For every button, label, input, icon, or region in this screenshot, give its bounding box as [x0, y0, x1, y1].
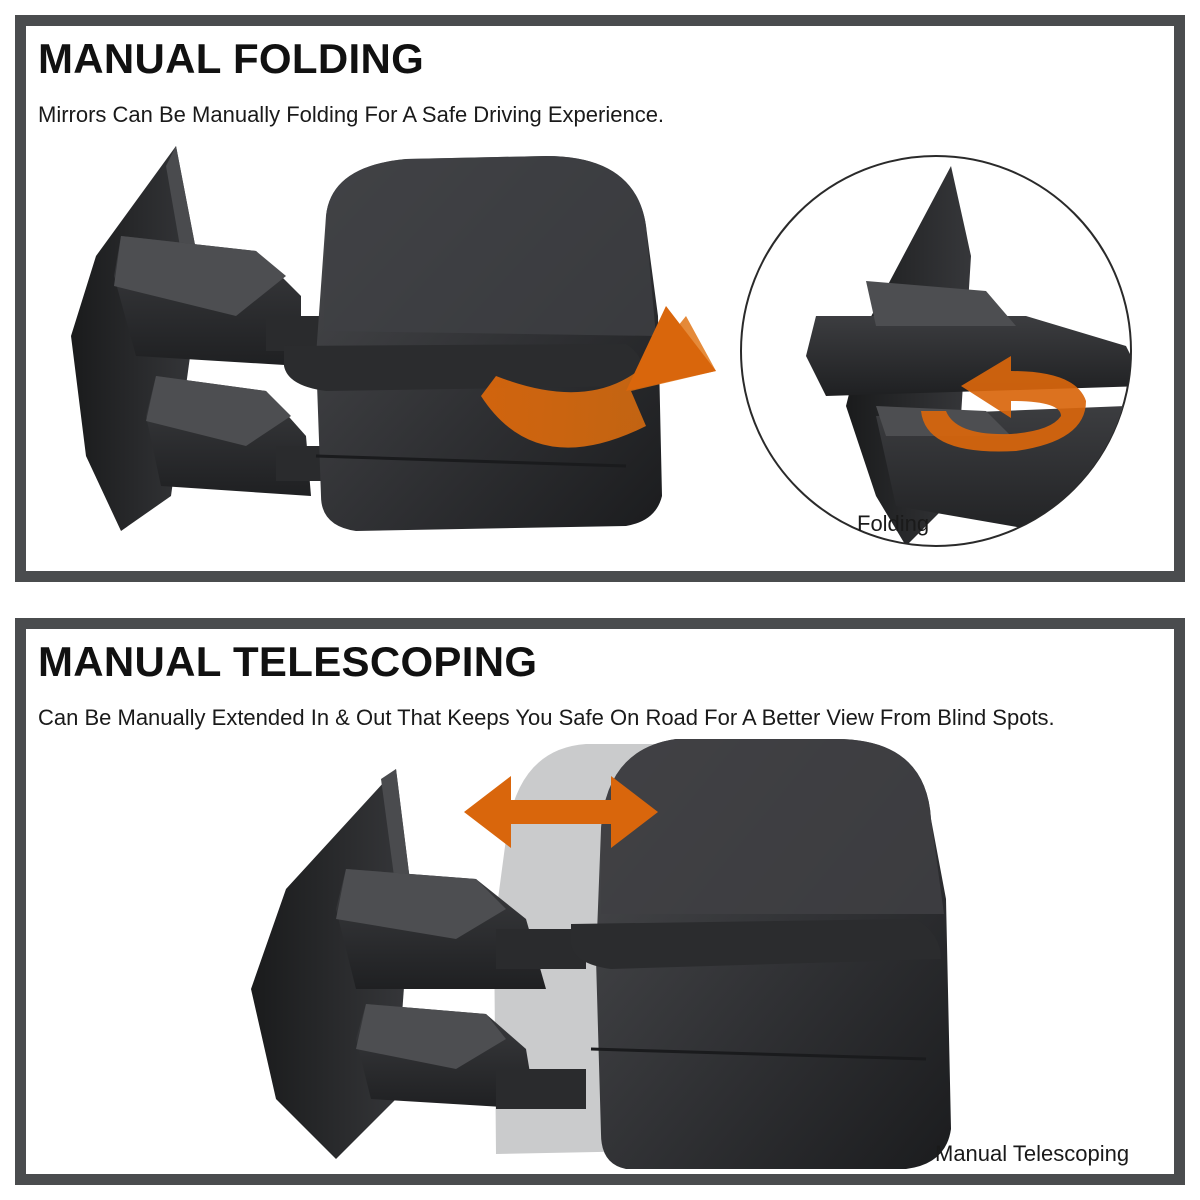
folding-description: Mirrors Can Be Manually Folding For A Sa…: [38, 102, 665, 127]
lower-arm: [146, 376, 346, 496]
telescoping-illustration: [251, 739, 951, 1169]
telescoping-caption: Manual Telescoping: [935, 1141, 1130, 1166]
telescoping-arrow: [464, 776, 658, 848]
manual-telescoping-panel: MANUAL TELESCOPING Can Be Manually Exten…: [15, 618, 1185, 1185]
upper-arm: [114, 236, 336, 366]
folding-title: MANUAL FOLDING: [38, 35, 425, 82]
mirror-head: [571, 739, 951, 1169]
folding-illustration: [71, 146, 1132, 547]
manual-folding-panel: MANUAL FOLDING Mirrors Can Be Manually F…: [15, 15, 1185, 582]
folding-caption: Folding: [857, 511, 930, 536]
folding-arrow: [481, 306, 716, 448]
telescoping-description: Can Be Manually Extended In & Out That K…: [38, 705, 1055, 730]
folding-detail-inset: [740, 155, 1132, 547]
telescoping-title: MANUAL TELESCOPING: [38, 638, 538, 685]
upper-arm: [336, 869, 586, 989]
mirror-head: [284, 156, 662, 531]
lower-arm: [356, 1004, 586, 1109]
